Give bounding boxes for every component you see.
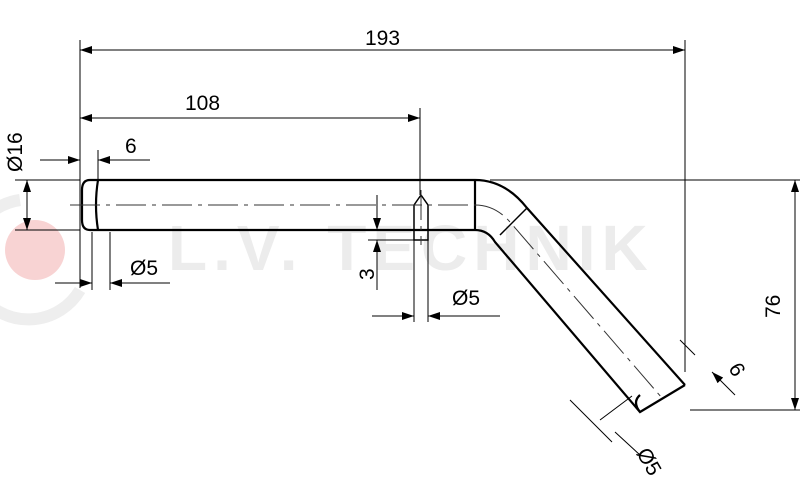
dim-6-groove: 6 <box>125 135 137 158</box>
dim-3: 3 <box>356 268 379 280</box>
dim-76: 76 <box>762 295 785 318</box>
dim-diameter-16: Ø16 <box>4 132 27 172</box>
dim-108: 108 <box>185 92 220 115</box>
watermark-text: L.V. TECHNIK <box>168 212 654 284</box>
dim-diameter-5-pin: Ø5 <box>452 287 480 310</box>
dim-diameter-5-bent: Ø5 <box>632 444 666 480</box>
dim-193: 193 <box>365 27 400 50</box>
watermark-logo: L.V. TECHNIK <box>0 194 654 326</box>
dim-6-bent: 6 <box>724 359 750 381</box>
dim-diameter-5-left: Ø5 <box>130 257 158 280</box>
